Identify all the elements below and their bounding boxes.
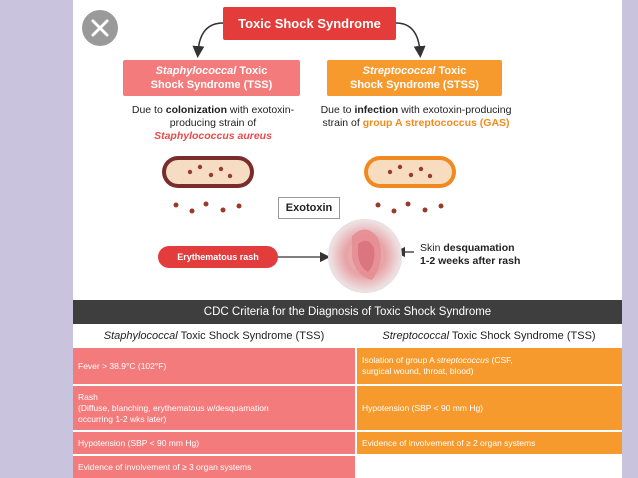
col-head-italic: Streptococcal bbox=[382, 330, 450, 342]
desquamation-pre: Skin bbox=[420, 242, 441, 254]
criterion-text: (CSF, bbox=[491, 355, 513, 365]
tss-desc-bold: colonization bbox=[165, 104, 227, 116]
criterion-text: Rash bbox=[78, 391, 98, 402]
stss-organism: group A streptococcus (GAS) bbox=[362, 117, 510, 129]
criterion-text: occurring 1-2 wks later) bbox=[78, 413, 167, 424]
criterion-text: Evidence of involvement of ≥ 2 organ sys… bbox=[362, 437, 536, 448]
close-button[interactable] bbox=[82, 10, 118, 46]
stss-name-italic: Streptococcal bbox=[362, 65, 436, 77]
skin-lesion-icon bbox=[328, 219, 402, 293]
tss-name-italic: Staphylococcal bbox=[155, 65, 237, 77]
tss-criterion-organs: Evidence of involvement of ≥ 3 organ sys… bbox=[73, 456, 355, 478]
criterion-text-italic: streptococcus bbox=[436, 355, 490, 365]
bacterium-icon bbox=[162, 156, 254, 188]
tss-criterion-rash: Rash (Diffuse, blanching, erythematous w… bbox=[73, 386, 355, 430]
tss-desc-part: Due to bbox=[131, 104, 163, 116]
stss-desc-part: with exotoxin-producing strain of bbox=[322, 104, 512, 129]
desquamation-note: Skin desquamation 1-2 weeks after rash bbox=[420, 242, 550, 268]
stss-criterion-organs: Evidence of involvement of ≥ 2 organ sys… bbox=[357, 432, 622, 454]
tss-desc-part: with exotoxin-producing strain of bbox=[169, 104, 295, 129]
criterion-text: Evidence of involvement of ≥ 3 organ sys… bbox=[78, 461, 252, 472]
tss-criterion-hypotension: Hypotension (SBP < 90 mm Hg) bbox=[73, 432, 355, 454]
exotoxin-dots bbox=[375, 201, 444, 214]
desquamation-bold: desquamation bbox=[443, 242, 515, 254]
col-head-rest: Toxic Shock Syndrome (TSS) bbox=[180, 330, 325, 342]
stss-criterion-isolation: Isolation of group A streptococcus (CSF,… bbox=[357, 348, 622, 384]
tss-organism: Staphylococcus aureus bbox=[154, 130, 272, 142]
tss-name-line2: Shock Syndrome (TSS) bbox=[150, 79, 273, 91]
criteria-header: CDC Criteria for the Diagnosis of Toxic … bbox=[73, 300, 622, 324]
exotoxin-label: Exotoxin bbox=[278, 197, 340, 219]
diagram-title: Toxic Shock Syndrome bbox=[223, 7, 396, 40]
tss-description: Due to colonization with exotoxin-produc… bbox=[118, 104, 308, 143]
stss-description: Due to infection with exotoxin-producing… bbox=[318, 104, 514, 130]
stss-desc-part: Due to bbox=[320, 104, 352, 116]
bacterium-icon bbox=[364, 156, 456, 188]
stss-criterion-hypotension: Hypotension (SBP < 90 mm Hg) bbox=[357, 386, 622, 430]
criterion-text: surgical wound, throat, blood) bbox=[362, 366, 474, 376]
tss-criterion-fever: Fever > 38.9°C (102°F) bbox=[73, 348, 355, 384]
stss-name-rest: Toxic bbox=[438, 65, 467, 77]
exotoxin-dots bbox=[173, 201, 242, 214]
criteria-col-head-tss: Staphylococcal Toxic Shock Syndrome (TSS… bbox=[73, 325, 355, 347]
tss-heading: Staphylococcal Toxic Shock Syndrome (TSS… bbox=[123, 60, 300, 96]
stss-heading: Streptococcal Toxic Shock Syndrome (STSS… bbox=[327, 60, 502, 96]
stss-desc-bold: infection bbox=[354, 104, 399, 116]
close-icon bbox=[91, 19, 109, 37]
criterion-text: Hypotension (SBP < 90 mm Hg) bbox=[362, 402, 484, 413]
col-head-rest: Toxic Shock Syndrome (TSS) bbox=[451, 330, 596, 342]
criterion-text: Hypotension (SBP < 90 mm Hg) bbox=[78, 437, 200, 448]
arrow-icon bbox=[192, 22, 224, 58]
criterion-text: Isolation of group A bbox=[362, 355, 435, 365]
criterion-text-group: Rash (Diffuse, blanching, erythematous w… bbox=[78, 392, 269, 425]
criterion-text-group: Isolation of group A streptococcus (CSF,… bbox=[362, 355, 513, 377]
stss-name-line2: Shock Syndrome (STSS) bbox=[350, 79, 479, 91]
desquamation-line2: 1-2 weeks after rash bbox=[420, 255, 521, 267]
criterion-text: Fever > 38.9°C (102°F) bbox=[78, 360, 167, 371]
criterion-text: (Diffuse, blanching, erythematous w/desq… bbox=[78, 402, 269, 413]
rash-label: Erythematous rash bbox=[158, 246, 278, 268]
arrow-icon bbox=[395, 22, 426, 58]
tss-name-rest: Toxic bbox=[239, 65, 268, 77]
criteria-col-head-stss: Streptococcal Toxic Shock Syndrome (TSS) bbox=[356, 325, 622, 347]
col-head-italic: Staphylococcal bbox=[103, 330, 178, 342]
